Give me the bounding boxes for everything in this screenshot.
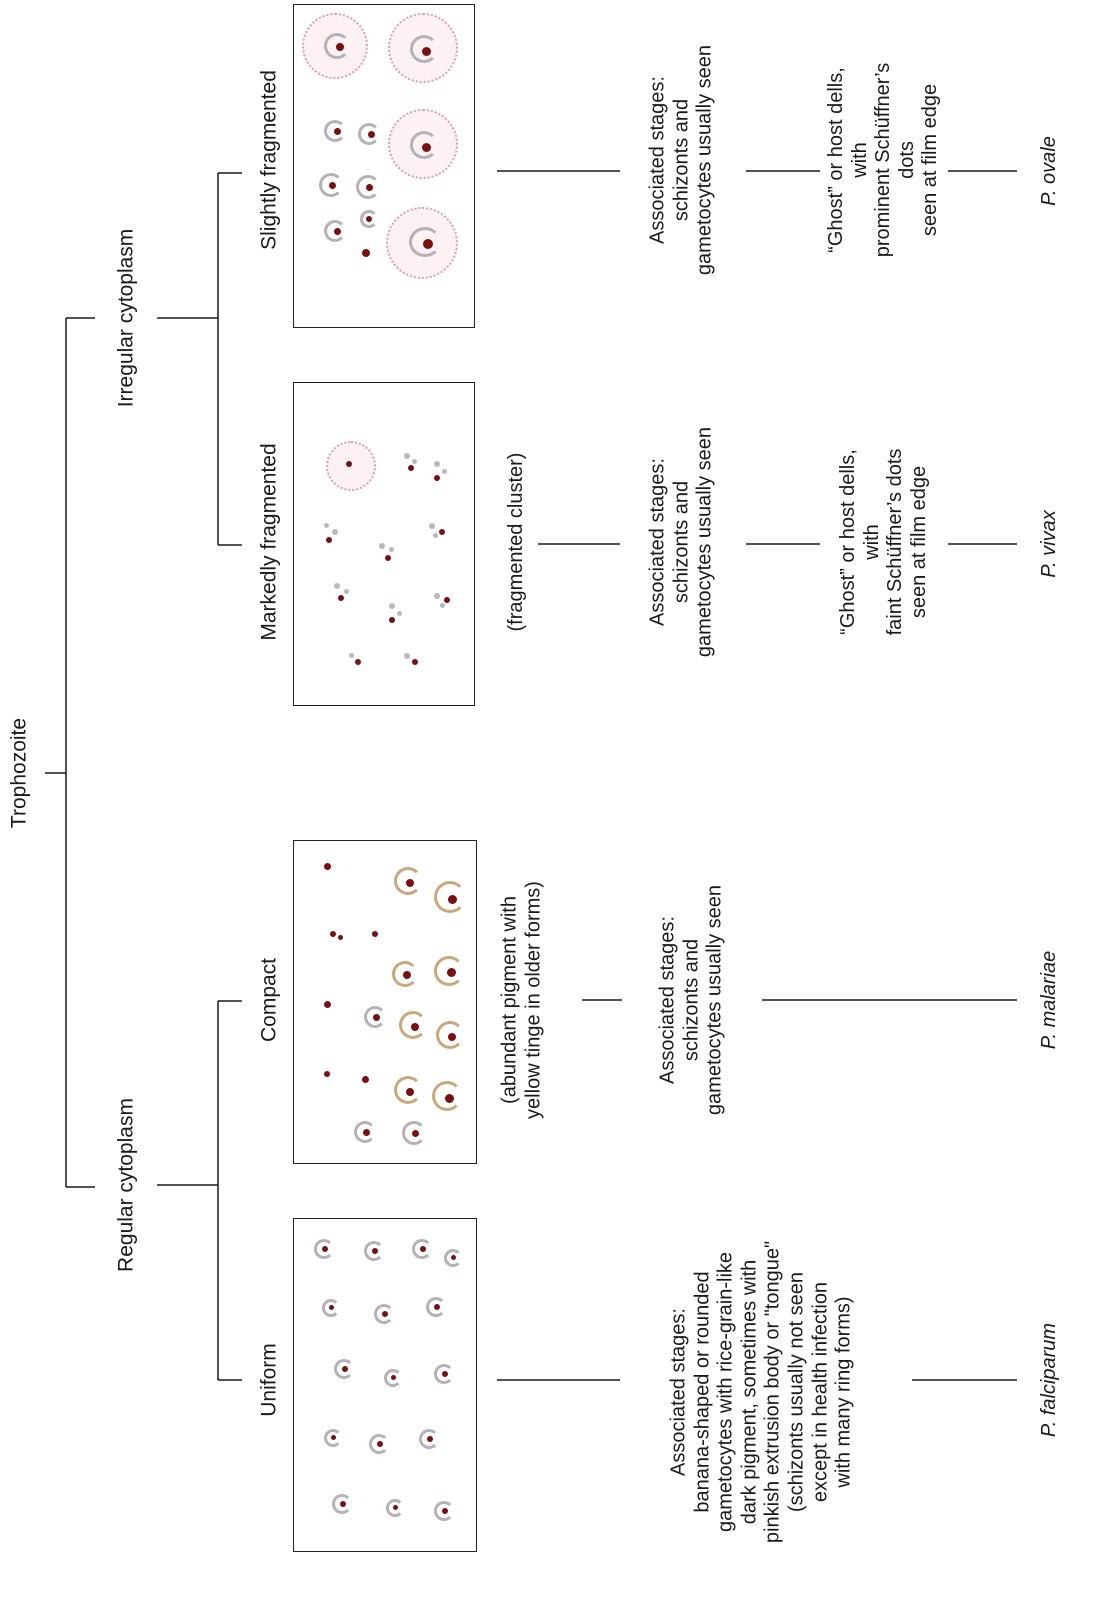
stages-compact: Associated stages: schizonts and gametoc…: [656, 884, 726, 1116]
note-compact: (abundant pigment with yellow tinge in o…: [498, 881, 544, 1119]
branch-label-irregular-cytoplasm: Irregular cytoplasm: [114, 228, 138, 408]
leaf-label-compact: Compact: [257, 957, 281, 1043]
smear-panel-uniform: [293, 1218, 477, 1552]
leaf-label-markedly-fragmented: Markedly fragmented: [257, 443, 281, 641]
root-label-trophozoite: Trophozoite: [7, 717, 31, 829]
species-p-ovale: P. ovale: [1038, 136, 1061, 206]
branch-label-regular-cytoplasm: Regular cytoplasm: [114, 1098, 138, 1272]
host-cells-p-vivax: “Ghost” or host dells, with faint Schüff…: [836, 448, 930, 636]
species-p-malariae: P. malariae: [1038, 950, 1061, 1050]
species-p-falciparum: P. falciparum: [1038, 1322, 1061, 1438]
smear-panel-slightly-fragmented: [293, 4, 475, 328]
host-cells-p-ovale: “Ghost” or host dells, with prominent Sc…: [825, 62, 942, 258]
stages-markedly-fragmented: Associated stages: schizonts and gametoc…: [646, 426, 716, 658]
note-markedly-fragmented: (fragmented cluster): [505, 452, 528, 632]
smear-panel-markedly-fragmented: [293, 382, 475, 706]
stages-uniform: Associated stages: banana-shaped or roun…: [667, 1240, 855, 1544]
smear-panel-compact: [293, 840, 477, 1164]
species-p-vivax: P. vivax: [1038, 510, 1061, 578]
host-cell: [388, 13, 458, 83]
leaf-label-uniform: Uniform: [257, 1343, 281, 1417]
leaf-label-slightly-fragmented: Slightly fragmented: [257, 70, 281, 250]
stages-slightly-fragmented: Associated stages: schizonts and gametoc…: [646, 44, 716, 276]
